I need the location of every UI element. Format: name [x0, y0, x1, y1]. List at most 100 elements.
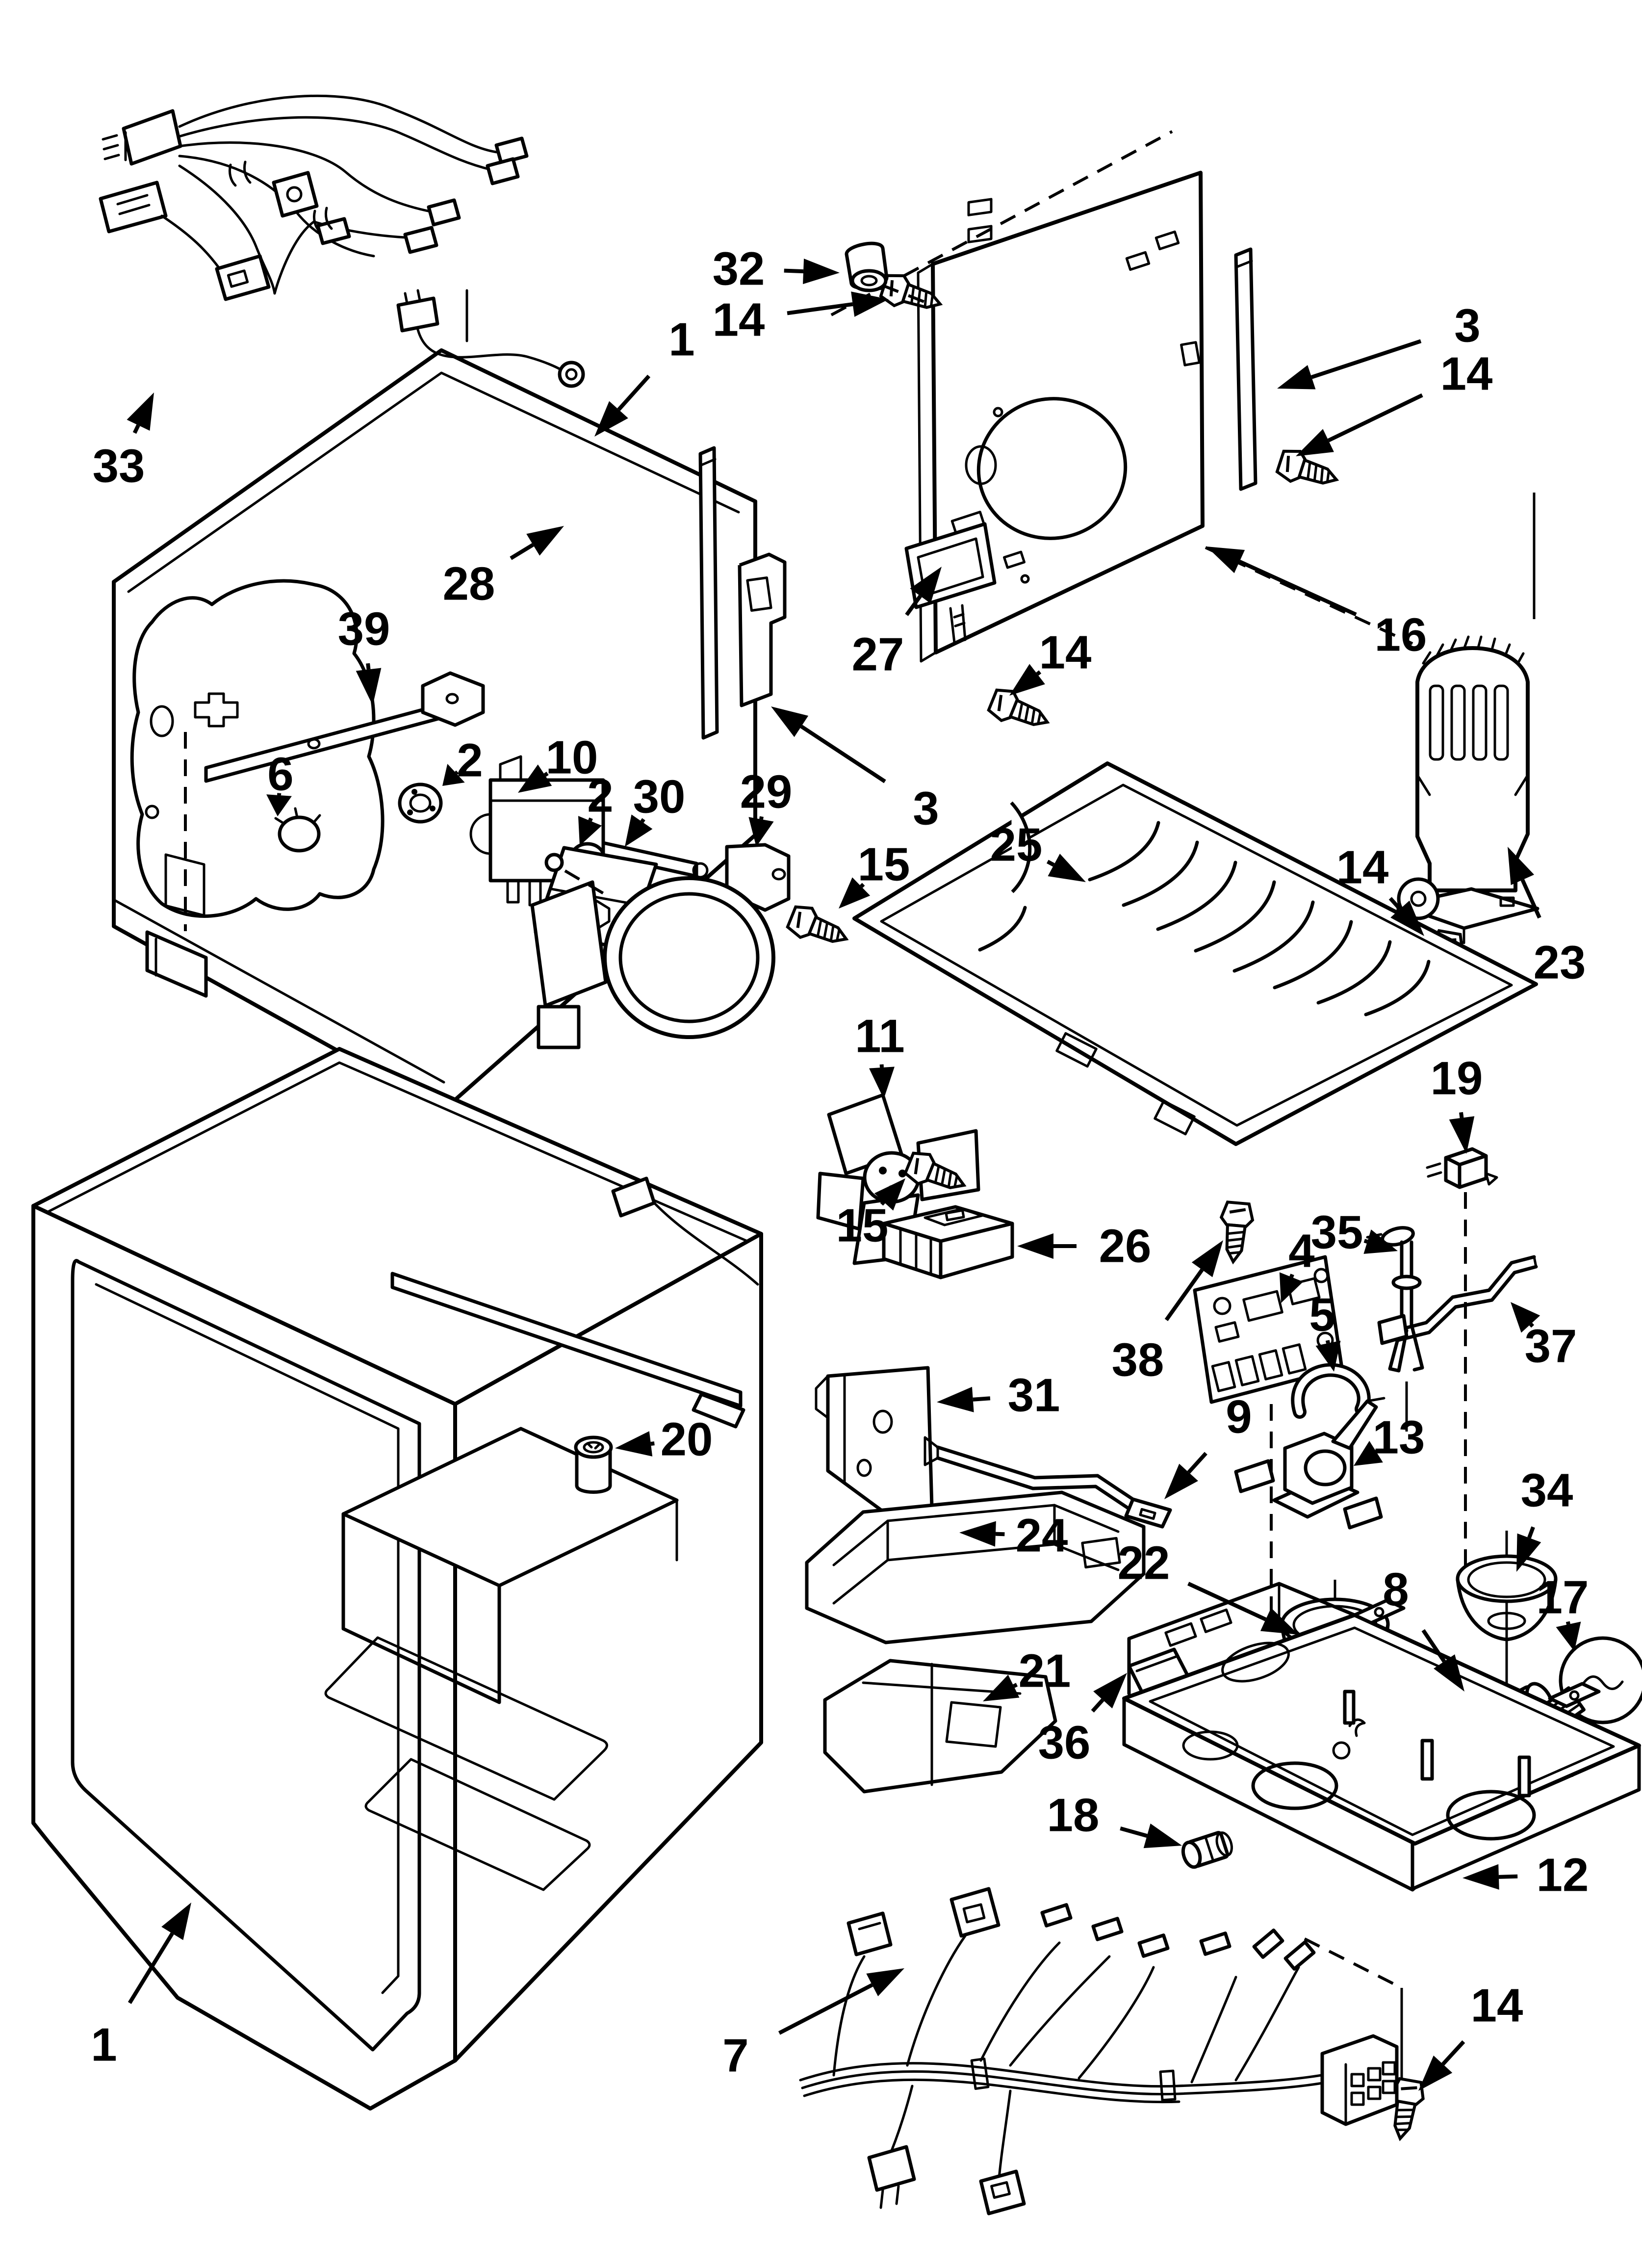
callout-label-5: 5: [1309, 1289, 1335, 1341]
nut-2a-drawing: [398, 782, 443, 824]
callout-label-19: 19: [1431, 1052, 1483, 1105]
callout-arrowhead-10: [518, 764, 552, 793]
callout-label-36: 36: [1038, 1717, 1091, 1769]
callout-label-21: 21: [1019, 1645, 1071, 1697]
callout-arrow-10: [543, 772, 549, 777]
callout-arrowhead-38: [1191, 1240, 1223, 1277]
callout-label-23: 23: [1534, 937, 1586, 989]
callout-label-18: 18: [1047, 1789, 1100, 1842]
callout-arrowhead-33: [127, 392, 154, 431]
callout-label-29: 29: [740, 766, 793, 818]
circuit-board-4-drawing: [1193, 1255, 1344, 1611]
callout-arrowhead-5: [1315, 1340, 1341, 1372]
callout-label-30: 30: [633, 771, 686, 823]
callout-arrow-38: [1164, 1268, 1204, 1321]
clip-5-drawing: [1291, 1363, 1371, 1419]
callout-arrowhead-29: [748, 817, 774, 847]
callout-arrowhead-16: [1206, 547, 1245, 574]
callout-label-26: 26: [1099, 1220, 1152, 1273]
callout-label-17: 17: [1537, 1571, 1589, 1624]
callout-label-35: 35: [1311, 1206, 1363, 1259]
callout-arrowhead-1: [161, 1903, 191, 1940]
callout-arrow-3: [1311, 339, 1422, 379]
callout-arrow-24: [995, 1532, 1005, 1537]
foam-duct-24-drawing: [805, 1490, 1146, 1644]
callout-arrowhead-14: [1009, 664, 1045, 696]
divider-panel-16-drawing: [830, 130, 1536, 663]
lower-liner-drawing: [31, 1047, 763, 2111]
light-housing-12-drawing: [1122, 1582, 1641, 2080]
callout-label-7: 7: [722, 2030, 748, 2082]
callout-arrowhead-3: [1277, 365, 1316, 390]
grommet-32-drawing: [845, 241, 934, 307]
callout-label-15: 15: [858, 838, 910, 891]
callout-arrowhead-6: [266, 794, 292, 816]
callout-arrowhead-36: [1093, 1673, 1127, 1709]
callout-label-2: 2: [587, 770, 613, 822]
callout-arrow-22: [1187, 1582, 1267, 1621]
callout-label-20: 20: [661, 1413, 713, 1466]
callout-arrowhead-14: [851, 291, 889, 317]
callout-arrowhead-28: [526, 526, 564, 556]
callout-arrow-3: [800, 725, 886, 783]
callout-label-14: 14: [713, 294, 765, 346]
callout-arrowhead-39: [356, 668, 382, 705]
callout-arrow-25: [1047, 860, 1055, 867]
callout-label-25: 25: [990, 819, 1043, 871]
callout-label-39: 39: [338, 603, 390, 655]
callout-label-13: 13: [1373, 1411, 1425, 1464]
callout-arrowhead-11: [869, 1067, 895, 1099]
callout-arrowhead-2: [442, 763, 465, 786]
callout-arrow-28: [510, 543, 534, 560]
callout-arrowhead-4: [1279, 1272, 1304, 1303]
callout-arrow-4: [1289, 1274, 1294, 1278]
defrost-wire-28-drawing: [396, 289, 585, 388]
callout-arrow-2: [588, 817, 593, 822]
callout-label-11: 11: [855, 1010, 904, 1063]
callout-arrowhead-14: [1418, 2055, 1453, 2091]
callout-label-34: 34: [1521, 1464, 1573, 1517]
callout-arrowhead-27: [910, 567, 942, 604]
callout-label-4: 4: [1288, 1225, 1314, 1277]
callout-arrow-27: [905, 595, 922, 616]
callout-arrowhead-37: [1511, 1302, 1540, 1333]
callout-label-3: 3: [913, 782, 939, 835]
callout-arrowhead-19: [1449, 1116, 1475, 1154]
callout-arrow-34: [1527, 1526, 1535, 1539]
callout-label-8: 8: [1383, 1564, 1409, 1616]
callout-arrow-18: [1120, 1826, 1148, 1838]
callout-label-22: 22: [1118, 1537, 1170, 1590]
callout-arrowhead-12: [1462, 1864, 1499, 1890]
callout-arrowhead-13: [1354, 1441, 1383, 1466]
tube-35-drawing: [1366, 1226, 1424, 1432]
callout-arrow-1: [128, 1932, 174, 2004]
callout-arrow-14: [1036, 670, 1042, 676]
callout-label-14: 14: [1039, 626, 1092, 679]
wire-harness-33-drawing: [99, 94, 529, 301]
motor-bracket-13-drawing: [1234, 1397, 1385, 1530]
callout-arrow-23: [1520, 879, 1541, 919]
callout-label-24: 24: [1016, 1510, 1068, 1562]
callout-arrowhead-2: [578, 816, 602, 846]
callout-arrow-36: [1091, 1698, 1104, 1713]
callout-label-3: 3: [1454, 300, 1480, 352]
callout-arrow-19: [1459, 1112, 1464, 1119]
callout-arrowhead-15: [839, 877, 871, 909]
callout-arrow-9: [1187, 1452, 1207, 1474]
callout-arrowhead-34: [1516, 1533, 1541, 1572]
callout-arrow-15: [860, 883, 865, 888]
callout-arrowhead-25: [1048, 854, 1086, 882]
callout-arrow-7: [778, 1983, 873, 2035]
callout-label-2: 2: [457, 734, 483, 787]
callout-arrow-14: [1327, 393, 1423, 443]
grommet-20-drawing: [574, 1435, 613, 1494]
callout-arrowhead-8: [1434, 1654, 1464, 1692]
callout-arrow-29: [759, 816, 764, 820]
callout-arrowhead-18: [1143, 1824, 1182, 1849]
callout-arrow-33: [132, 424, 140, 434]
callout-arrowhead-3: [771, 706, 809, 737]
air-gasket-left-drawing: [698, 446, 787, 740]
callout-arrow-37: [1529, 1323, 1535, 1328]
callout-arrowhead-30: [625, 814, 653, 847]
